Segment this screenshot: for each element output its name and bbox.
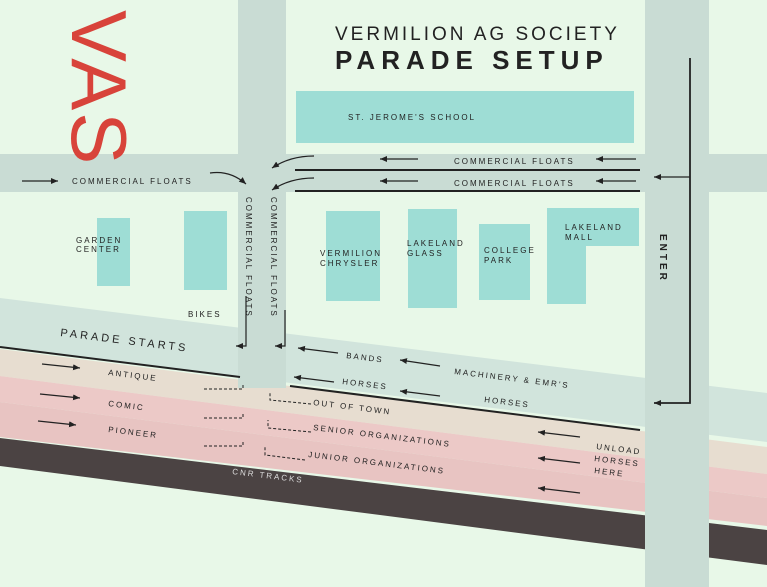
lane-pioneer: [0, 402, 767, 526]
lakeland-mall-label-1: LAKELAND: [565, 223, 623, 232]
arrow-icon: [297, 345, 339, 354]
title-parade-setup: PARADE SETUP: [335, 45, 609, 75]
garden-center-building: [97, 218, 130, 286]
lakeland-mall-label-2: MALL: [565, 233, 594, 242]
entry-street: [645, 0, 709, 587]
dashed-arrow-icon: [264, 447, 306, 461]
small-building: [184, 211, 227, 290]
arrow-icon: [236, 296, 247, 349]
cnr-tracks: [0, 438, 767, 565]
enter-route-line: [654, 58, 691, 406]
dashed-arrow-icon: [269, 392, 312, 405]
arrow-icon: [293, 374, 335, 383]
vermilion-chrysler-label-1: VERMILION: [320, 249, 382, 258]
arrow-icon: [537, 455, 581, 464]
vermilion-chrysler-label-2: CHRYSLER: [320, 259, 379, 268]
garden-center-label-1: GARDEN: [76, 236, 122, 245]
arrow-icon: [271, 177, 315, 191]
garden-center-label-2: CENTER: [76, 245, 121, 254]
title-society: VERMILION AG SOCIETY: [335, 24, 620, 45]
arrow-icon: [399, 358, 441, 367]
dashed-arrow-icon: [204, 412, 244, 419]
commercial-floats-left-label: COMMERCIAL FLOATS: [72, 177, 193, 186]
commercial-floats-vertical-right: COMMERCIAL FLOATS: [269, 197, 278, 318]
unload-horses-label-3: HERE: [594, 466, 625, 479]
college-park-label-1: COLLEGE: [484, 246, 536, 255]
dashed-arrow-icon: [204, 383, 244, 390]
arrow-icon: [275, 310, 286, 349]
commercial-floats-bottom-label: COMMERCIAL FLOATS: [454, 179, 575, 188]
dashed-arrow-icon: [204, 440, 244, 447]
lakeland-mall-building: [547, 208, 639, 304]
lakeland-glass-label-2: GLASS: [407, 249, 444, 258]
arrow-icon: [537, 485, 581, 494]
arrow-icon: [39, 393, 81, 401]
college-park-building: [479, 224, 530, 300]
comic-label: COMIC: [108, 399, 145, 412]
arrow-icon: [37, 420, 77, 428]
parade-line-left: [0, 346, 241, 378]
arrow-icon: [209, 171, 247, 185]
school-label: ST. JEROME'S SCHOOL: [348, 113, 476, 122]
lakeland-glass-label-1: LAKELAND: [407, 239, 465, 248]
school-building: [296, 91, 634, 143]
lane-antique: [0, 349, 767, 474]
arrow-icon: [271, 155, 315, 169]
lakeland-glass-building: [408, 209, 457, 308]
college-park-label-2: PARK: [484, 256, 513, 265]
parade-line-right: [289, 385, 641, 431]
parade-start-road: [0, 298, 767, 442]
commercial-floats-top-label: COMMERCIAL FLOATS: [454, 157, 575, 166]
arrow-icon: [537, 429, 581, 438]
vermilion-chrysler-building: [326, 211, 380, 301]
commercial-floats-vertical-left: COMMERCIAL FLOATS: [244, 197, 253, 318]
arrow-icon: [399, 388, 441, 397]
bikes-label: BIKES: [188, 310, 222, 319]
enter-label: ENTER: [657, 234, 668, 283]
arrow-icon: [41, 363, 81, 371]
main-street: [238, 0, 286, 388]
lane-comic: [0, 376, 767, 498]
logo-vas: VAS: [55, 10, 143, 166]
